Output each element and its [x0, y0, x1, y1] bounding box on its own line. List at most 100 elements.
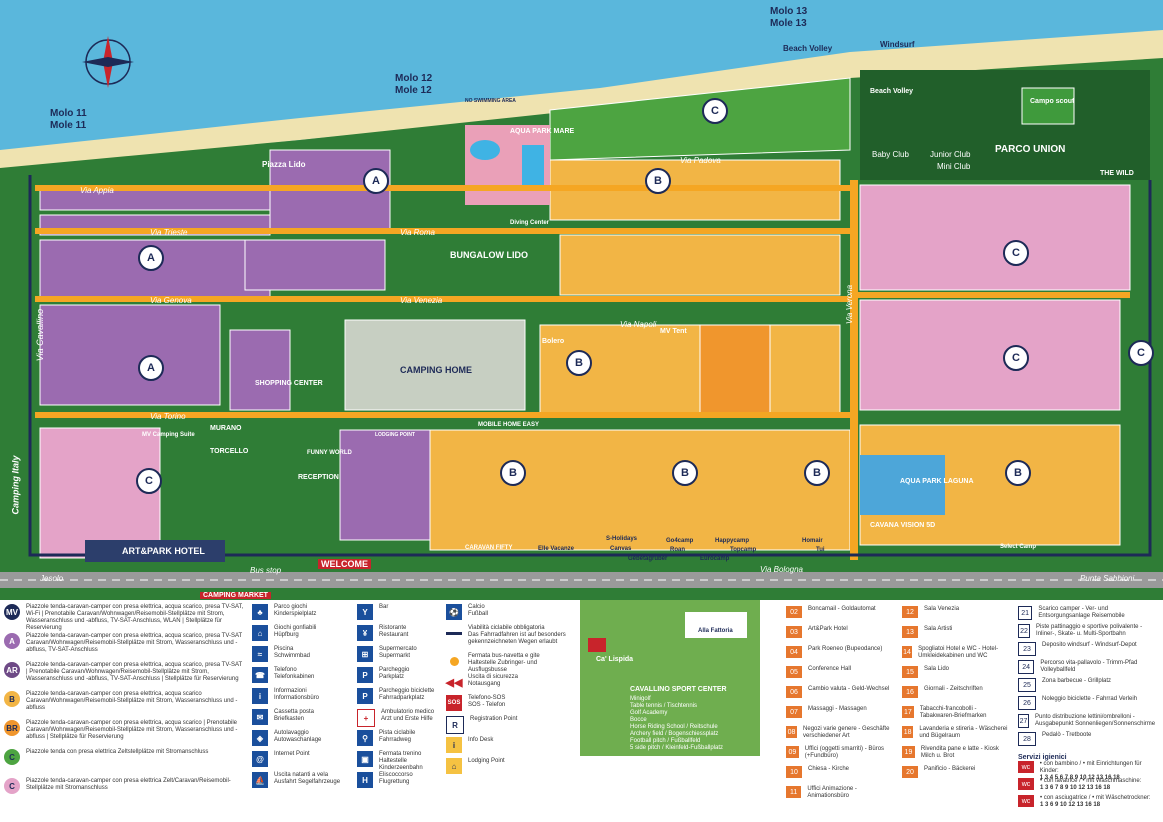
street-label: Via Bologna	[760, 565, 803, 574]
junior-club-label: Junior Club	[930, 150, 971, 159]
street-label: Bus stop	[250, 566, 282, 575]
tour-operator: Topcamp	[730, 547, 757, 553]
football-icon: ⚽	[446, 604, 462, 620]
legend-zone-row: B Piazzole tenda-caravan-camper con pres…	[4, 691, 244, 720]
beach-volley-park-label: Beach Volley	[870, 88, 914, 95]
ca-lispida-label: Ca' Lispida	[596, 656, 634, 663]
street-label: Via Roma	[400, 228, 435, 237]
street-label: Via Padova	[680, 156, 721, 165]
campo-scout-field	[1021, 87, 1075, 125]
street-label: Via Trieste	[150, 228, 188, 237]
bus-stop-icon	[446, 653, 462, 669]
pier-label: Mole 13	[770, 18, 807, 29]
parco-union-area	[860, 70, 1150, 180]
aqua-park-laguna	[860, 455, 945, 515]
pier-label: Molo 13	[770, 6, 808, 17]
street-label: Jesolo	[40, 574, 64, 583]
art-park-hotel	[85, 540, 225, 562]
windsurf-label: Windsurf	[880, 40, 915, 49]
zone-b-badge: C	[1128, 340, 1154, 366]
zone-b-badge: B	[1005, 460, 1031, 486]
wc-child-icon: wc	[1018, 761, 1034, 773]
legend-zone-row: BR Piazzole tenda-caravan-camper con pre…	[4, 720, 244, 749]
zone-c-green-icon: C	[4, 749, 20, 765]
train-icon: ▣	[357, 751, 373, 767]
camping-home-label: CAMPING HOME	[400, 365, 472, 375]
bolero-label: Bolero	[542, 338, 565, 345]
murano-label: MURANO	[210, 425, 242, 432]
tour-operator: Elle Vacanze	[538, 546, 575, 552]
beach	[0, 30, 1163, 170]
zone-b-badge: B	[672, 460, 698, 486]
zone-b-icon: B	[4, 691, 20, 707]
piazza-lido-label: Piazza Lido	[262, 160, 306, 169]
ca-lispida-building	[588, 638, 606, 652]
sailboat-icon: ⛵	[252, 772, 268, 788]
street-label: Punta Sabbioni	[1080, 574, 1135, 583]
zone-c-left	[39, 427, 161, 559]
wc-washer-icon: wc	[1018, 778, 1034, 790]
welcome-sign: WELCOME	[318, 559, 371, 569]
street-label: Camping Italy	[10, 455, 21, 515]
torcello-label: TORCELLO	[210, 448, 249, 455]
zone-br-icon: BR	[4, 720, 20, 736]
camping-home-area	[344, 319, 526, 411]
tour-operator: Eurocamp	[700, 556, 730, 562]
legend-zone-row: AR Piazzole tenda-caravan-camper con pre…	[4, 662, 244, 691]
zone-a-badge: A	[138, 355, 164, 381]
reception-label: RECEPTION	[298, 474, 339, 481]
camp-boundary	[28, 175, 1152, 557]
bike-path-icon: ⚲	[357, 730, 373, 746]
zone-b-badge: B	[645, 168, 671, 194]
the-wild-label: THE WILD	[1100, 170, 1134, 177]
zone-c-badge: C	[1003, 240, 1029, 266]
helipad-icon: H	[357, 772, 373, 788]
mv-camping-suite-label: MV Camping Suite	[142, 432, 195, 438]
sanitary-services: Servizi igienici wc• con bambino / • mit…	[1018, 754, 1160, 812]
street-label: Via Appia	[80, 186, 114, 195]
sport-center-panel: Ca' Lispida Alla Fattoria CAVALLINO SPOR…	[580, 600, 760, 756]
zone-b-badge: B	[804, 460, 830, 486]
phone-icon: ☎	[252, 667, 268, 683]
car-wash-icon: ◈	[252, 730, 268, 746]
supermarket-icon: ⊞	[357, 646, 373, 662]
compass-icon	[82, 36, 134, 88]
street-label: Via Napoli	[620, 320, 657, 329]
zone-b-badge: B	[566, 350, 592, 376]
mini-club-label: Mini Club	[937, 162, 971, 171]
zone-ar-icon: AR	[4, 662, 20, 678]
sport-center-list: Minigolf Table tennis / Tischtennis Golf…	[630, 696, 724, 751]
legend-zone-row: MV Piazzole tenda-caravan-camper con pre…	[4, 604, 244, 631]
pier-label: Molo 12	[395, 73, 433, 84]
sport-center-title: CAVALLINO SPORT CENTER	[630, 686, 727, 693]
streets	[35, 180, 1130, 560]
zone-mv-icon: MV	[4, 604, 20, 620]
zone-a-icon: A	[4, 633, 20, 649]
legend-zone-row: A Piazzole tenda-caravan-camper con pres…	[4, 633, 244, 662]
pier-label: Mole 12	[395, 85, 432, 96]
emergency-exit-icon: ◀◀	[445, 676, 463, 689]
tour-operator: Gebetagruber	[628, 556, 668, 562]
street-label: Via Verona	[845, 284, 855, 325]
zone-c-pink-icon: C	[4, 778, 20, 794]
legend-zone-row: C Piazzole tenda con presa elettrica Zel…	[4, 749, 244, 778]
diving-center-label: Diving Center	[510, 220, 550, 226]
services-title: Servizi igienici	[1018, 754, 1067, 761]
tour-operator: Roan	[670, 547, 685, 553]
tour-operator: Tui	[816, 547, 825, 553]
zone-c-badge: C	[1003, 345, 1029, 371]
bar-icon: Y	[357, 604, 373, 620]
mv-tent-label: MV Tent	[660, 328, 687, 335]
pool-mare-long	[522, 145, 544, 185]
campo-scout-label: Campo scout	[1030, 98, 1075, 105]
alla-fattoria-box	[685, 612, 747, 638]
street-label: Via Cavallino	[35, 308, 46, 362]
tour-operator: Canvas	[610, 546, 632, 552]
mailbox-icon: ✉	[252, 709, 268, 725]
pool-mare	[470, 140, 500, 160]
